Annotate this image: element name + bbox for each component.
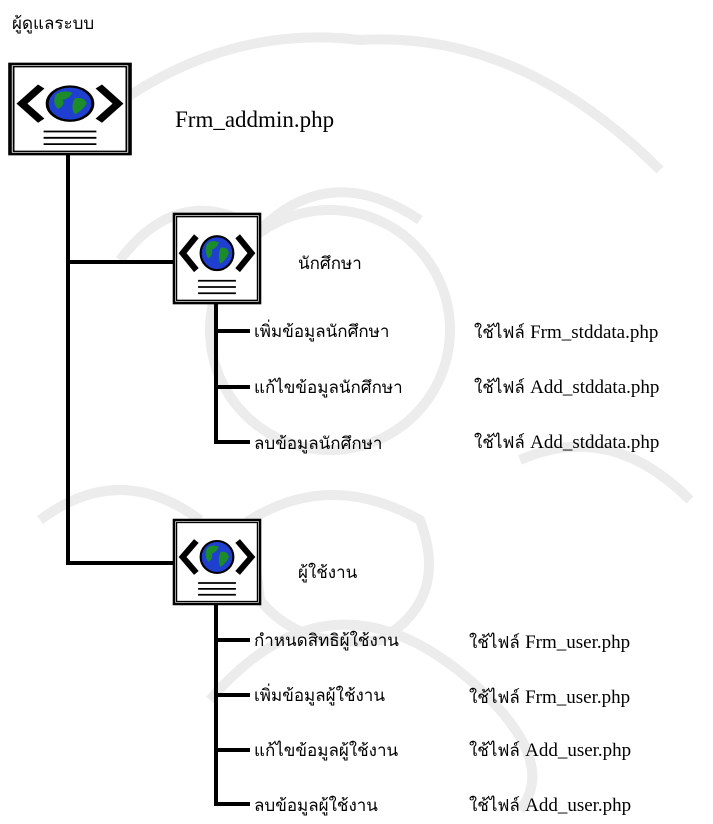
file-reference: ใช้ไฟล์ Frm_user.php — [469, 629, 630, 655]
root-file-label: Frm_addmin.php — [175, 107, 335, 132]
file-prefix: ใช้ไฟล์ — [474, 323, 525, 343]
file-reference: ใช้ไฟล์ Add_stddata.php — [474, 374, 659, 400]
file-reference: ใช้ไฟล์ Frm_user.php — [469, 684, 630, 710]
file-name: Add_user.php — [525, 795, 632, 816]
tree-connectors — [66, 154, 250, 806]
root-page-icon — [10, 64, 130, 154]
file-prefix: ใช้ไฟล์ — [469, 633, 520, 653]
menu-item-label: ลบข้อมูลผู้ใช้งาน — [254, 796, 378, 816]
menu-item-label: แก้ไขข้อมูลผู้ใช้งาน — [254, 741, 399, 761]
menu-item-label: เพิ่มข้อมูลผู้ใช้งาน — [254, 686, 385, 706]
group-title-students: นักศึกษา — [298, 254, 362, 274]
menu-item-label: กำหนดสิทธิผู้ใช้งาน — [254, 631, 399, 651]
file-reference: ใช้ไฟล์ Add_stddata.php — [474, 429, 659, 455]
file-name: Add_stddata.php — [530, 432, 660, 453]
file-reference: ใช้ไฟล์ Add_user.php — [469, 737, 631, 763]
menu-item-label: แก้ไขข้อมูลนักศึกษา — [254, 378, 403, 398]
file-name: Frm_user.php — [525, 687, 631, 708]
file-reference: ใช้ไฟล์ Add_user.php — [469, 792, 631, 818]
file-prefix: ใช้ไฟล์ — [474, 378, 525, 398]
menu-item-label: ลบข้อมูลนักศึกษา — [254, 434, 383, 454]
file-reference: ใช้ไฟล์ Frm_stddata.php — [474, 319, 658, 345]
students-page-icon — [174, 214, 260, 303]
file-prefix: ใช้ไฟล์ — [474, 433, 525, 453]
file-name: Add_user.php — [525, 740, 632, 761]
page-title: ผู้ดูแลระบบ — [12, 14, 95, 34]
file-prefix: ใช้ไฟล์ — [469, 741, 520, 761]
menu-item-label: เพิ่มข้อมูลนักศึกษา — [254, 322, 390, 342]
group-title-users: ผู้ใช้งาน — [298, 563, 358, 583]
users-page-icon — [174, 520, 260, 604]
file-name: Add_stddata.php — [530, 377, 660, 398]
file-prefix: ใช้ไฟล์ — [469, 796, 520, 816]
file-prefix: ใช้ไฟล์ — [469, 688, 520, 708]
file-name: Frm_user.php — [525, 632, 631, 653]
file-name: Frm_stddata.php — [530, 322, 659, 343]
